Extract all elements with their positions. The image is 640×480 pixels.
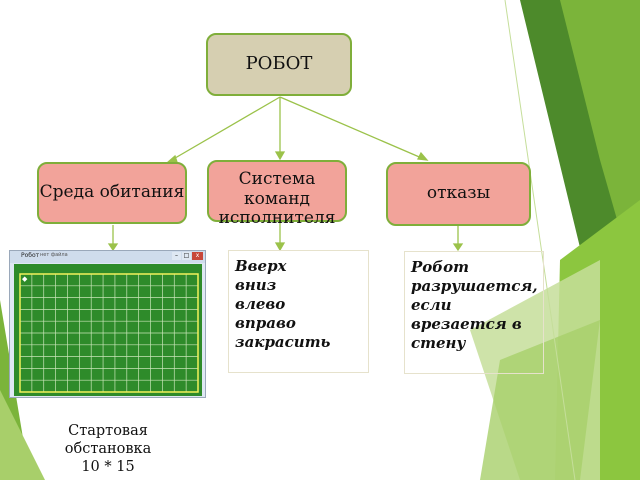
robot-field-grid: ◆ bbox=[14, 264, 202, 396]
green-shape-mid bbox=[480, 320, 600, 480]
failure-description-text: Робот разрушается, если врезается в стен… bbox=[411, 258, 538, 352]
command-item: закрасить bbox=[235, 333, 331, 351]
command-item: Вверх bbox=[235, 257, 287, 275]
node-failures-label: отказы bbox=[426, 183, 491, 204]
node-command-system: Система команд исполнителя bbox=[207, 160, 347, 228]
connectors bbox=[107, 96, 464, 252]
node-environment-label: Среда обитания bbox=[39, 182, 185, 203]
command-item: вправо bbox=[235, 314, 296, 332]
start-setup-caption: Стартовая обстановка 10 * 15 bbox=[50, 422, 166, 476]
node-robot: РОБОТ bbox=[206, 33, 352, 96]
command-item: вниз bbox=[235, 276, 277, 294]
command-item: влево bbox=[235, 295, 286, 313]
robot-window-titlebar: Робот нет файла – □ x bbox=[10, 251, 205, 263]
robot-window-screenshot: Робот нет файла – □ x ◆ bbox=[9, 250, 206, 398]
caption-line: 10 * 15 bbox=[81, 459, 135, 475]
maximize-icon: □ bbox=[182, 252, 191, 260]
node-failures: отказы bbox=[386, 162, 531, 226]
close-icon: x bbox=[192, 252, 203, 260]
robot-icon: ◆ bbox=[22, 275, 28, 283]
failure-description: Робот разрушается, если врезается в стен… bbox=[404, 251, 544, 374]
node-environment: Среда обитания bbox=[37, 162, 187, 224]
node-robot-label: РОБОТ bbox=[245, 53, 313, 75]
thin-line-right bbox=[504, 0, 576, 480]
caption-line: обстановка bbox=[64, 441, 152, 457]
caption-line: Стартовая bbox=[68, 423, 148, 439]
green-shape-left-light bbox=[0, 390, 45, 480]
node-command-system-label: Система команд исполнителя bbox=[218, 169, 336, 229]
field-wall-border bbox=[19, 273, 199, 393]
minimize-icon: – bbox=[172, 252, 181, 260]
robot-field-background bbox=[14, 264, 202, 396]
robot-window-menu: нет файла bbox=[40, 252, 68, 258]
robot-window-title: Робот bbox=[21, 252, 40, 259]
command-list: Вверх вниз влево вправо закрасить bbox=[228, 250, 369, 373]
